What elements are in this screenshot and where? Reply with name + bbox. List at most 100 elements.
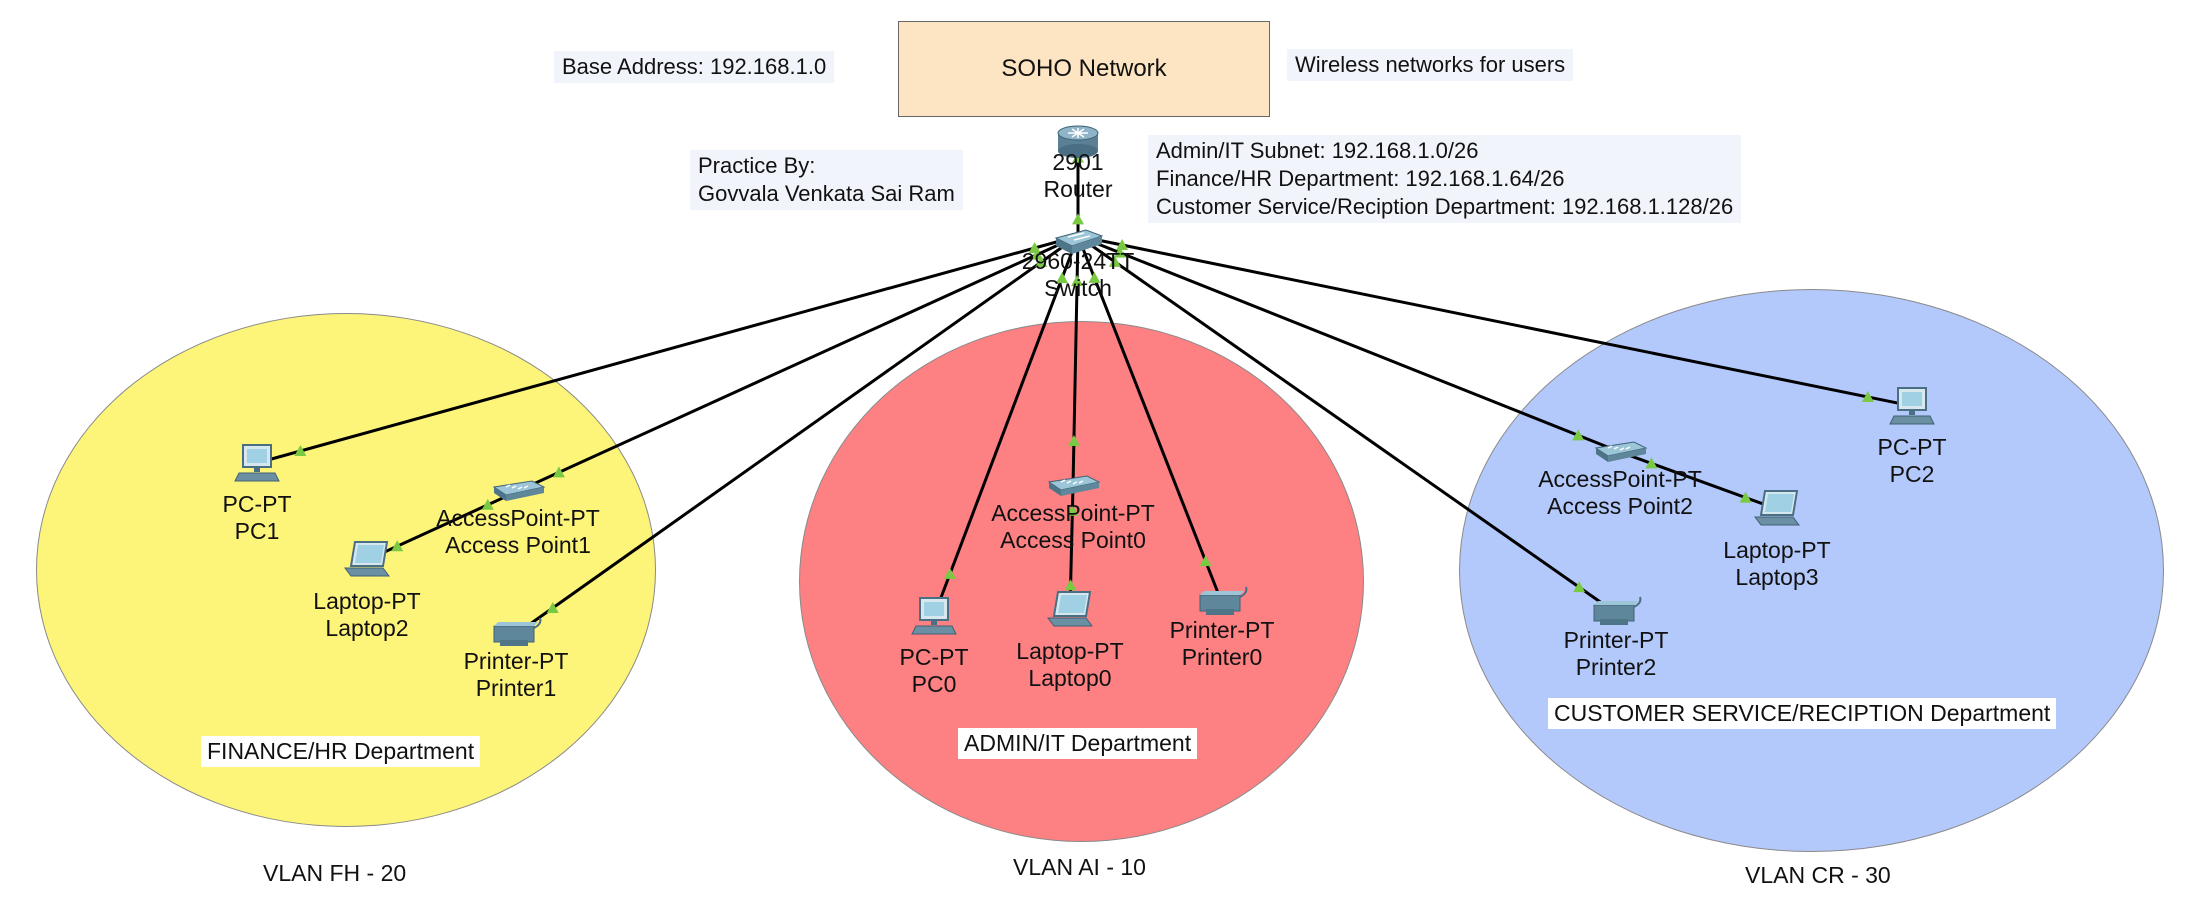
printer1-device[interactable]: Printer-PT Printer1 — [464, 617, 568, 701]
link-switch-ap2 — [1077, 234, 1621, 454]
pc0-device[interactable]: PC-PT PC0 — [900, 597, 969, 697]
laptop2-model: Laptop-PT — [313, 588, 421, 614]
laptop0-label: Laptop-PT Laptop0 — [910, 638, 1230, 692]
pc1-model: PC-PT — [222, 491, 292, 517]
port-indicator-switch-printer2-end — [1573, 581, 1586, 593]
laptop2-label: Laptop-PT Laptop2 — [207, 588, 527, 642]
vlan-label-ai: VLAN AI - 10 — [1013, 854, 1146, 880]
switch-icon — [1054, 229, 1104, 254]
dept-label-admin-it: ADMIN/IT Department — [958, 728, 1198, 759]
port-indicator-ap2-laptop3-start — [1645, 457, 1658, 469]
printer2-label: Printer-PT Printer2 — [1456, 627, 1776, 681]
printer-icon — [1593, 596, 1642, 625]
port-indicator-switch-ap0-start — [1071, 274, 1084, 286]
port-indicator-switch-pc1-end — [294, 445, 307, 457]
pc0-model: PC-PT — [899, 644, 969, 670]
wireless-text: Wireless networks for users — [1295, 52, 1566, 77]
port-indicator-switch-printer2-start — [1108, 255, 1121, 267]
printer-icon — [493, 617, 542, 646]
access-point2-label: AccessPoint-PT Access Point2 — [1460, 466, 1780, 520]
dept-label-finance-hr: FINANCE/HR Department — [201, 736, 481, 767]
printer0-label: Printer-PT Printer0 — [1062, 617, 1382, 671]
pc-icon — [911, 597, 957, 635]
port-indicator-switch-ap0-end — [1067, 435, 1080, 447]
laptop2-name: Laptop2 — [325, 615, 409, 641]
practice-by-author: Govvala Venkata Sai Ram — [698, 181, 955, 206]
pc2-label: PC-PT PC2 — [1752, 434, 2072, 488]
access-point1-model: AccessPoint-PT — [436, 505, 600, 531]
printer2-device[interactable]: Printer-PT Printer2 — [1564, 596, 1668, 680]
port-indicator-ap1-laptop2-start — [481, 498, 494, 510]
pc1-device[interactable]: PC-PT PC1 — [223, 444, 292, 544]
port-indicator-switch-pc2-end — [1861, 391, 1874, 403]
link-switch-pc1 — [256, 234, 1079, 465]
printer1-model: Printer-PT — [463, 648, 569, 674]
laptop-icon — [1047, 591, 1093, 627]
access-point-icon — [492, 480, 546, 501]
link-switch-printer0 — [1076, 235, 1224, 604]
practice-by-line: Practice By: — [698, 153, 816, 178]
printer-icon — [1199, 586, 1248, 615]
port-indicator-switch-pc2-start — [1116, 238, 1129, 250]
dept-label-customer-service: CUSTOMER SERVICE/RECIPTION Department — [1548, 698, 2057, 729]
link-switch-ap1 — [517, 234, 1079, 493]
access-point2-name: Access Point2 — [1547, 493, 1693, 519]
zone-customer-service — [1459, 289, 2164, 852]
printer1-label: Printer-PT Printer1 — [356, 648, 676, 702]
link-switch-pc2 — [1077, 234, 1913, 408]
subnets-note: Admin/IT Subnet: 192.168.1.0/26 Finance/… — [1148, 135, 1742, 223]
laptop3-name: Laptop3 — [1735, 564, 1819, 590]
port-indicator-router-switch-end — [1072, 213, 1084, 225]
link-switch-pc0 — [932, 235, 1080, 617]
subnet-finance-hr: Finance/HR Department: 192.168.1.64/26 — [1156, 166, 1565, 191]
vlan-label-cr: VLAN CR - 30 — [1745, 862, 1891, 888]
switch-device[interactable]: 2960-24TT Switch — [1022, 229, 1134, 301]
router-name: Router — [1043, 176, 1113, 202]
port-indicator-switch-pc0-start — [1056, 272, 1069, 284]
link-ap2-laptop3 — [1619, 450, 1778, 511]
router-device[interactable]: 2901 Router — [1043, 125, 1113, 202]
access-point2-device[interactable]: AccessPoint-PT Access Point2 — [1538, 441, 1702, 519]
link-switch-printer1 — [515, 234, 1079, 636]
pc1-label: PC-PT PC1 — [97, 491, 417, 545]
link-ap1-laptop2 — [366, 489, 519, 562]
printer0-model: Printer-PT — [1169, 617, 1275, 643]
laptop3-model: Laptop-PT — [1723, 537, 1831, 563]
access-point1-name: Access Point1 — [445, 532, 591, 558]
port-indicator-switch-ap2-start — [1113, 246, 1126, 258]
access-point0-name: Access Point0 — [1000, 527, 1146, 553]
switch-model: 2960-24TT — [1021, 248, 1135, 274]
router-label: 2901 Router — [918, 149, 1238, 203]
subnet-customer-service: Customer Service/Reciption Department: 1… — [1156, 194, 1734, 219]
port-indicator-ap0-laptop0-end — [1064, 579, 1077, 591]
printer0-device[interactable]: Printer-PT Printer0 — [1170, 586, 1274, 670]
router-icon — [1057, 125, 1099, 158]
subnet-admin-it: Admin/IT Subnet: 192.168.1.0/26 — [1156, 138, 1479, 163]
pc0-name: PC0 — [911, 671, 957, 697]
laptop3-device[interactable]: Laptop-PT Laptop3 — [1723, 490, 1831, 590]
vlan-label-fh: VLAN FH - 20 — [263, 860, 407, 886]
printer0-name: Printer0 — [1181, 644, 1263, 670]
pc2-name: PC2 — [1889, 461, 1935, 487]
port-indicator-switch-printer0-start — [1088, 271, 1101, 283]
switch-name: Switch — [1044, 275, 1112, 301]
access-point1-device[interactable]: AccessPoint-PT Access Point1 — [436, 480, 600, 558]
pc0-label: PC-PT PC0 — [774, 644, 1094, 698]
access-point2-model: AccessPoint-PT — [1538, 466, 1702, 492]
router-model: 2901 — [1052, 149, 1104, 175]
access-point0-device[interactable]: AccessPoint-PT Access Point0 — [991, 475, 1155, 553]
port-indicator-switch-printer0-end — [1199, 555, 1212, 567]
link-switch-printer2 — [1077, 234, 1617, 615]
laptop0-model: Laptop-PT — [1016, 638, 1124, 664]
port-indicator-ap0-laptop0-start — [1066, 504, 1079, 516]
pc-icon — [234, 444, 280, 482]
pc-icon — [1889, 387, 1935, 425]
port-indicator-ap2-laptop3-end — [1739, 491, 1752, 503]
pc2-device[interactable]: PC-PT PC2 — [1878, 387, 1947, 487]
laptop2-device[interactable]: Laptop-PT Laptop2 — [313, 541, 421, 641]
laptop0-device[interactable]: Laptop-PT Laptop0 — [1016, 591, 1124, 691]
laptop3-label: Laptop-PT Laptop3 — [1617, 537, 1937, 591]
diagram-title: SOHO Network — [1001, 55, 1167, 82]
